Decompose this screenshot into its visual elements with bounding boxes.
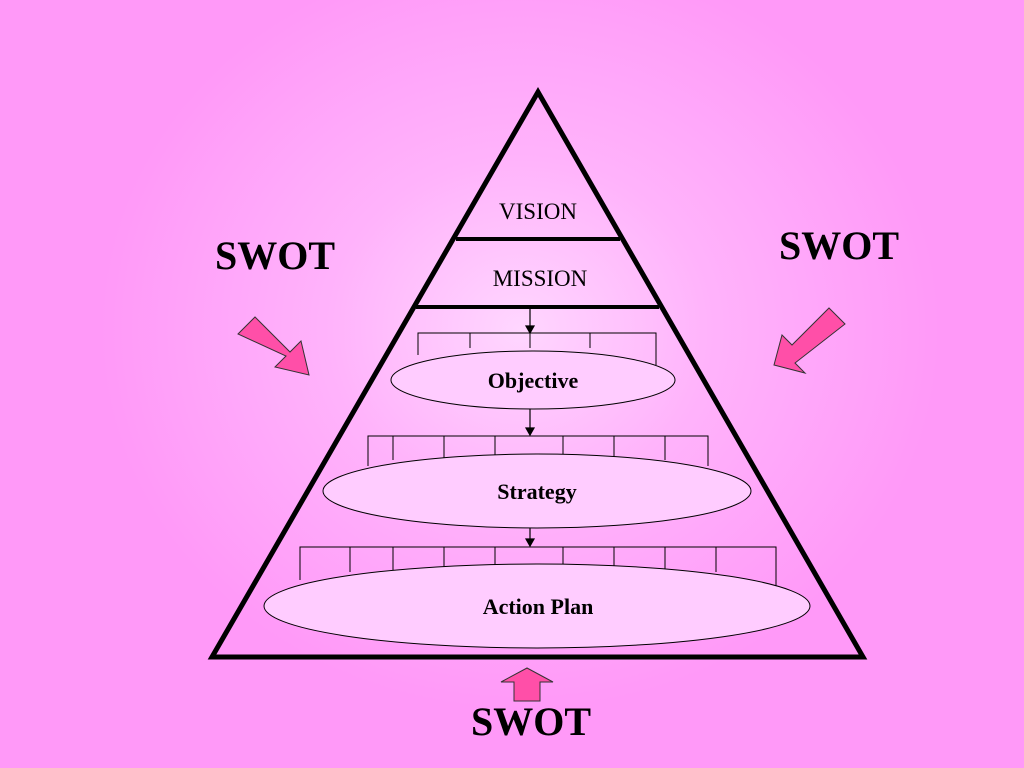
mission-label: MISSION (493, 266, 588, 291)
swot-right-label: SWOT (779, 223, 900, 268)
action-plan-ellipse (263, 563, 811, 649)
swot-bottom-arrow-icon (500, 667, 554, 702)
swot-right-arrow-icon (773, 307, 846, 374)
connector-arrows (524, 309, 536, 548)
swot-left-label: SWOT (215, 233, 336, 278)
pyramid-outline (207, 86, 868, 660)
objective-bracket (417, 332, 657, 365)
strategy-label: Strategy (497, 479, 576, 504)
objective-ellipse (390, 350, 676, 410)
objective-label: Objective (488, 368, 579, 393)
vision-label: VISION (499, 199, 577, 224)
swot-bottom-label: SWOT (471, 699, 592, 744)
strategy-ellipse (322, 453, 752, 529)
swot-left-arrow-icon (237, 316, 310, 376)
action-plan-label: Action Plan (483, 594, 594, 619)
